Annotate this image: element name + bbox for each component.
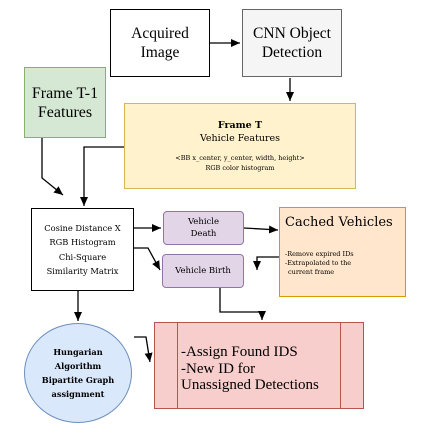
assign-left-bar xyxy=(177,323,178,408)
assign-right-bar xyxy=(340,323,341,408)
assign-ids-node: -Assign Found IDS -New ID for Unassigned… xyxy=(154,322,364,409)
edge-cached-to-birth xyxy=(253,256,282,270)
similarity-line-3: Chi-Square xyxy=(58,251,107,262)
edge-frame-prev-to-similarity xyxy=(41,138,64,196)
edge-frame-t-to-similarity xyxy=(80,146,124,206)
assign-unassigned: Unassigned Detections xyxy=(181,377,319,393)
frame-prev-node: Frame T-1 Features xyxy=(24,67,106,138)
frame-prev-label: Frame T-1 Features xyxy=(31,84,99,121)
similarity-line-2: RGB Histogram xyxy=(49,237,116,247)
assign-new-id: -New ID for xyxy=(181,360,256,377)
cached-remove-expired: -Remove expired IDs xyxy=(285,250,354,258)
cached-vehicles-title: Cached Vehicles xyxy=(285,215,393,230)
frame-t-histogram: RGB color histogram xyxy=(205,164,275,172)
frame-t-bbox: <BB x_center, y_center, width, height> xyxy=(175,154,305,162)
hungarian-line-2: Algorithm xyxy=(54,361,102,371)
cnn-detection-label: CNN Object Detection xyxy=(253,25,331,61)
cached-vehicles-node: Cached Vehicles -Remove expired IDs -Ext… xyxy=(279,207,406,297)
vehicle-death-node: Vehicle Death xyxy=(163,211,244,245)
similarity-line-1: Cosine Distance X xyxy=(44,222,121,233)
vehicle-birth-label: Vehicle Birth xyxy=(175,266,231,276)
similarity-line-4: Similarity Matrix xyxy=(46,266,119,276)
edge-similarity-to-birth xyxy=(134,247,161,271)
frame-t-node: Frame T Vehicle Features <BB x_center, y… xyxy=(124,103,356,189)
cached-extrapolated: -Extrapolated to the xyxy=(285,259,352,267)
assign-found-ids: -Assign Found IDS xyxy=(181,344,298,360)
frame-t-title: Frame T xyxy=(217,120,263,131)
cnn-detection-node: CNN Object Detection xyxy=(242,9,342,77)
frame-t-subtitle: Vehicle Features xyxy=(199,133,281,144)
vehicle-death-label: Vehicle Death xyxy=(187,217,220,239)
edge-death-to-cached xyxy=(243,225,279,234)
hungarian-line-1: Hungarian xyxy=(53,347,103,357)
vehicle-birth-node: Vehicle Birth xyxy=(162,254,244,288)
acquired-image-label: Acquired Image xyxy=(131,25,189,61)
hungarian-line-3: Bipartite Graph xyxy=(41,375,115,385)
hungarian-node: Hungarian Algorithm Bipartite Graph assi… xyxy=(24,323,132,423)
edge-birth-to-assign xyxy=(219,288,266,320)
similarity-node: Cosine Distance X RGB Histogram Chi-Squa… xyxy=(31,208,134,291)
edge-hungarian-to-assign xyxy=(134,336,153,363)
cached-current-frame: current frame xyxy=(288,268,335,276)
acquired-image-node: Acquired Image xyxy=(110,9,210,77)
hungarian-line-4: assignment xyxy=(51,389,105,399)
